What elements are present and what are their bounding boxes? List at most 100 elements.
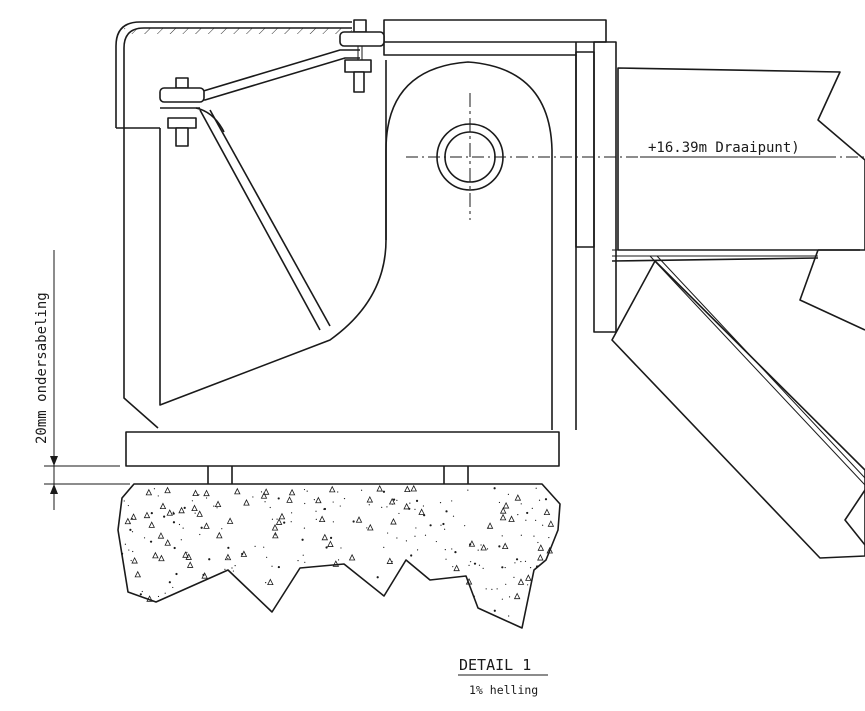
aggregate-dot bbox=[391, 560, 393, 563]
aggregate-dot bbox=[501, 566, 504, 569]
aggregate-dot bbox=[501, 535, 503, 537]
aggregate-mark bbox=[182, 551, 189, 558]
aggregate-dot bbox=[527, 584, 529, 586]
aggregate-mark bbox=[499, 507, 507, 514]
aggregate-dot bbox=[304, 502, 306, 505]
aggregate-mark bbox=[185, 553, 192, 560]
aggregate-dot bbox=[234, 565, 236, 567]
aggregate-dot bbox=[381, 506, 383, 508]
aggregate-dot bbox=[382, 490, 386, 493]
bridge-end-plate bbox=[575, 41, 617, 333]
aggregate-dot bbox=[508, 615, 510, 617]
aggregate-dot bbox=[277, 565, 280, 569]
aggregate-dot bbox=[444, 548, 446, 551]
aggregate-dot bbox=[386, 506, 388, 508]
aggregate-dot bbox=[515, 558, 519, 561]
aggregate-dot bbox=[232, 570, 234, 572]
aggregate-dot bbox=[254, 545, 256, 547]
aggregate-mark bbox=[158, 554, 165, 562]
aggregate-dot bbox=[473, 595, 475, 597]
aggregate-dot bbox=[200, 526, 203, 529]
aggregate-mark bbox=[278, 512, 286, 520]
aggregate-dot bbox=[383, 546, 385, 548]
aggregate-dot bbox=[514, 562, 516, 564]
aggregate-mark bbox=[178, 506, 185, 514]
aggregate-mark bbox=[501, 542, 509, 550]
aggregate-dot bbox=[498, 501, 501, 504]
aggregate-mark bbox=[480, 543, 487, 551]
aggregate-dot bbox=[544, 498, 548, 501]
aggregate-mark bbox=[465, 577, 473, 585]
aggregate-dot bbox=[303, 488, 306, 491]
aggregate-dot bbox=[340, 547, 342, 549]
aggregate-dot bbox=[548, 536, 550, 539]
aggregate-mark bbox=[404, 485, 411, 493]
aggregate-mark bbox=[355, 516, 363, 523]
aggregate-dot bbox=[271, 518, 274, 520]
aggregate-dot bbox=[164, 592, 166, 594]
aggregate-mark bbox=[143, 511, 151, 519]
aggregate-mark bbox=[214, 500, 222, 508]
aggregate-dot bbox=[422, 505, 425, 507]
aggregate-mark bbox=[203, 489, 210, 497]
aggregate-dot bbox=[391, 503, 394, 505]
aggregate-mark bbox=[327, 540, 334, 547]
aggregate-mark bbox=[267, 578, 274, 586]
aggregate-mark bbox=[216, 531, 223, 539]
aggregate-dot bbox=[304, 561, 306, 563]
aggregate-dot bbox=[464, 525, 466, 527]
aggregate-mark bbox=[321, 533, 329, 541]
aggregate-dot bbox=[444, 528, 446, 530]
aggregate-dot bbox=[227, 546, 230, 549]
aggregate-dot bbox=[482, 567, 484, 569]
aggregate-dot bbox=[123, 500, 125, 502]
aggregate-dot bbox=[131, 531, 134, 533]
aggregate-dot bbox=[199, 533, 201, 536]
aggregate-dot bbox=[405, 540, 408, 542]
aggregate-dot bbox=[332, 521, 334, 523]
aggregate-dot bbox=[451, 500, 453, 502]
aggregate-dot bbox=[269, 506, 271, 509]
aggregate-dot bbox=[513, 576, 515, 578]
aggregate-dot bbox=[493, 487, 496, 490]
aggregate-dot bbox=[360, 489, 363, 491]
anchor-bolts bbox=[207, 466, 469, 484]
aggregate-dot bbox=[260, 491, 263, 493]
aggregate-mark bbox=[537, 553, 544, 561]
aggregate-dot bbox=[266, 556, 268, 558]
aggregate-mark bbox=[386, 557, 394, 564]
aggregate-dot bbox=[429, 524, 432, 527]
detail-title: DETAIL 1 bbox=[459, 656, 531, 674]
aggregate-dot bbox=[339, 505, 341, 507]
aggregate-dot bbox=[525, 519, 527, 521]
aggregate-dot bbox=[290, 521, 292, 523]
aggregate-dot bbox=[445, 558, 447, 560]
aggregate-mark bbox=[152, 551, 159, 559]
aggregate-mark bbox=[196, 510, 203, 517]
aggregate-dot bbox=[496, 588, 498, 590]
aggregate-dot bbox=[505, 583, 507, 585]
aggregate-dot bbox=[469, 561, 472, 563]
aggregate-dot bbox=[216, 507, 218, 509]
concrete-foundation bbox=[117, 483, 561, 629]
top-cover-plate bbox=[383, 19, 607, 56]
aggregate-dot bbox=[468, 564, 470, 566]
aggregate-dot bbox=[501, 598, 503, 600]
aggregate-dot bbox=[414, 535, 416, 537]
aggregate-mark bbox=[124, 517, 132, 525]
aggregate-mark bbox=[486, 522, 494, 529]
aggregate-dot bbox=[180, 539, 182, 541]
aggregate-dot bbox=[194, 512, 196, 514]
aggregate-dot bbox=[409, 502, 411, 504]
aggregate-dot bbox=[337, 491, 339, 493]
aggregate-mark bbox=[286, 496, 293, 503]
aggregate-mark bbox=[537, 544, 545, 551]
aggregate-dot bbox=[150, 512, 153, 515]
aggregate-dot bbox=[526, 511, 529, 515]
aggregate-dot bbox=[277, 497, 280, 500]
aggregate-dot bbox=[408, 507, 411, 510]
aggregate-dot bbox=[271, 565, 273, 567]
slope-label: 1% helling bbox=[469, 683, 538, 697]
aggregate-dot bbox=[301, 538, 304, 541]
aggregate-dot bbox=[172, 511, 174, 513]
